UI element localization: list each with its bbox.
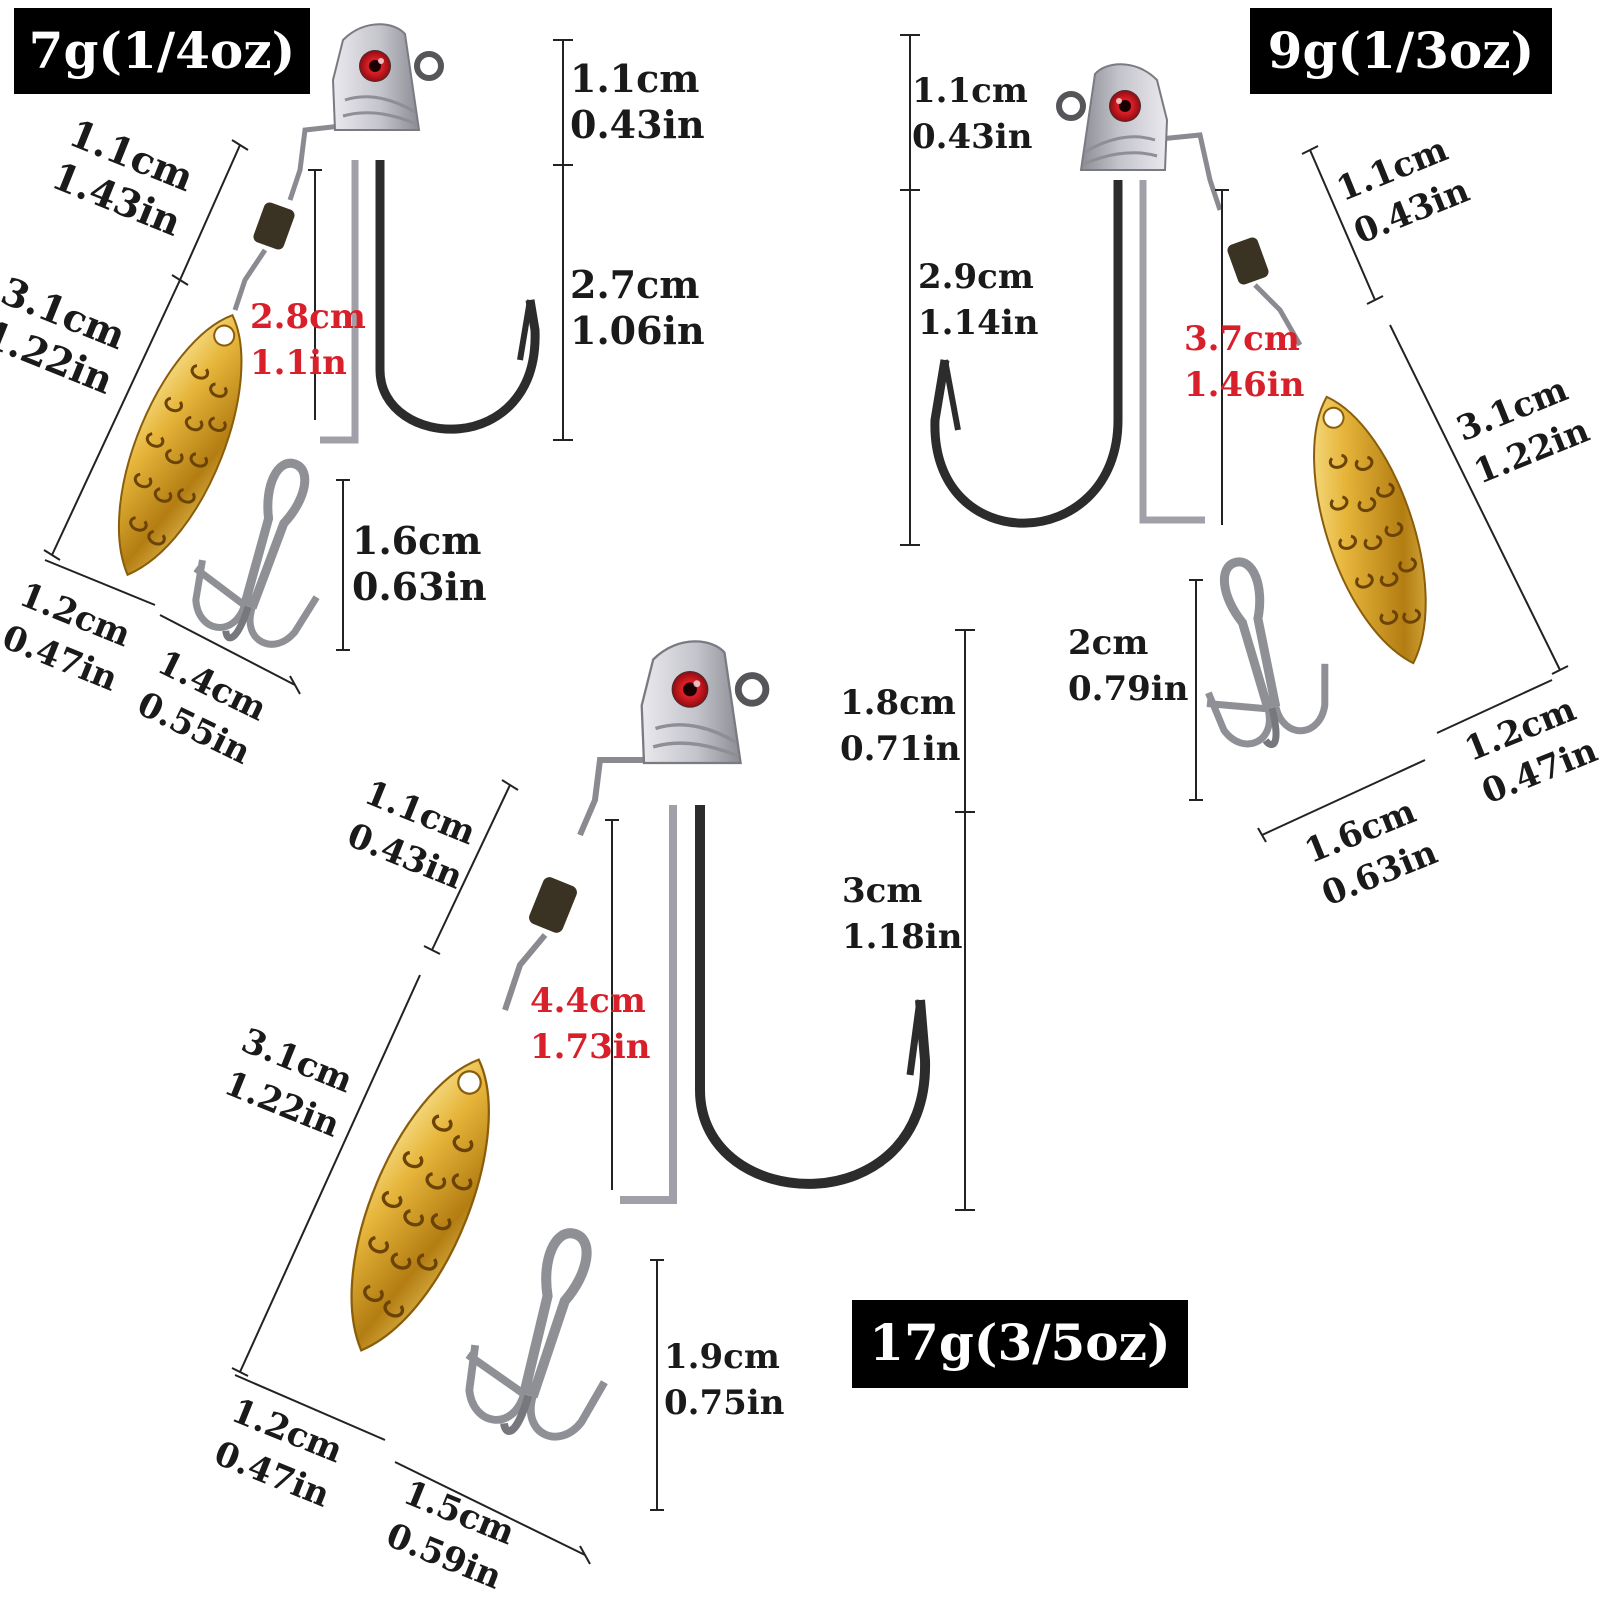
lure-1-arm-in: 1.1in (250, 343, 347, 383)
hook-2 (930, 180, 1123, 528)
dimension-lines-1 (43, 39, 573, 695)
weight-badge-lure-1: 7g(1/4oz) (14, 8, 310, 94)
lure-1-arm-dimension: 2.8cm 1.1in (250, 294, 366, 386)
lure-3-head-dimension: 1.8cm 0.71in (840, 680, 960, 772)
lure-2-shank-cm: 2.9cm (918, 257, 1034, 297)
lure-3-shank-in: 1.18in (842, 917, 963, 957)
lure-3-treble-dimension: 1.9cm 0.75in (664, 1334, 784, 1426)
hook-1 (375, 160, 540, 434)
lure-2-arm-dimension: 3.7cm 1.46in (1184, 316, 1304, 408)
lure-3-treble-cm: 1.9cm (664, 1337, 780, 1377)
lure-3-arm-dimension: 4.4cm 1.73in (530, 978, 650, 1070)
lure-1-head-cm: 1.1cm (570, 56, 700, 101)
lure-3-arm-in: 1.73in (530, 1027, 651, 1067)
lure-1-shank-dimension: 2.7cm 1.06in (570, 262, 705, 354)
lure-2-shank-in: 1.14in (918, 303, 1039, 343)
weight-badge-lure-2: 9g(1/3oz) (1250, 8, 1552, 94)
lure-1-7g (43, 24, 573, 695)
lure-3-head-in: 0.71in (840, 729, 961, 769)
lure-1-treble-cm: 1.6cm (352, 518, 482, 563)
lure-1-treble-dimension: 1.6cm 0.63in (352, 518, 487, 610)
hook-3 (695, 805, 931, 1189)
lure-2-head-cm: 1.1cm (912, 71, 1028, 111)
lure-1-shank-cm: 2.7cm (570, 262, 700, 307)
lure-3-arm-cm: 4.4cm (530, 981, 646, 1021)
lure-3-head-cm: 1.8cm (840, 683, 956, 723)
swivel-wire-3 (577, 757, 660, 837)
lure-2-treble-dimension: 2cm 0.79in (1068, 620, 1188, 712)
lure-2-arm-in: 1.46in (1184, 365, 1305, 405)
lure-2-head-dimension: 1.1cm 0.43in (912, 68, 1032, 160)
lure-3-shank-cm: 3cm (842, 871, 923, 911)
lure-1-shank-in: 1.06in (570, 308, 705, 353)
dimension-lines-3 (231, 629, 975, 1565)
lure-3-17g (231, 629, 975, 1565)
lure-1-head-in: 0.43in (570, 102, 705, 147)
lure-2-arm-cm: 3.7cm (1184, 319, 1300, 359)
blade-2 (1284, 382, 1456, 678)
weight-badge-lure-3: 17g(3/5oz) (852, 1300, 1188, 1388)
lure-2-treble-in: 0.79in (1068, 669, 1189, 709)
lure-2-9g (900, 34, 1569, 843)
dimension-lines-2 (900, 34, 1569, 843)
jighead-3 (642, 641, 766, 763)
treble-hook-2 (1175, 547, 1340, 757)
treble-hook-3 (451, 1215, 642, 1453)
jighead-1 (333, 24, 441, 130)
lure-1-head-dimension: 1.1cm 0.43in (570, 56, 705, 148)
lure-2-treble-cm: 2cm (1068, 623, 1149, 663)
wire-arm-2 (1139, 180, 1205, 524)
lure-2-head-in: 0.43in (912, 117, 1033, 157)
swivel-barrel-1 (253, 202, 295, 250)
lure-1-arm-cm: 2.8cm (250, 297, 366, 337)
wire-arm-1 (320, 160, 359, 444)
wire-arm-3 (620, 805, 677, 1204)
lure-1-treble-in: 0.63in (352, 564, 487, 609)
swivel-barrel-2 (1227, 237, 1269, 285)
lure-2-shank-dimension: 2.9cm 1.14in (918, 254, 1038, 346)
jighead-2 (1059, 64, 1167, 170)
swivel-barrel-3 (529, 877, 577, 933)
swivel-wire-1 (287, 122, 351, 201)
swivel-wire-2 (1149, 132, 1223, 211)
lure-3-treble-in: 0.75in (664, 1383, 785, 1423)
lure-3-shank-dimension: 3cm 1.18in (842, 868, 962, 960)
